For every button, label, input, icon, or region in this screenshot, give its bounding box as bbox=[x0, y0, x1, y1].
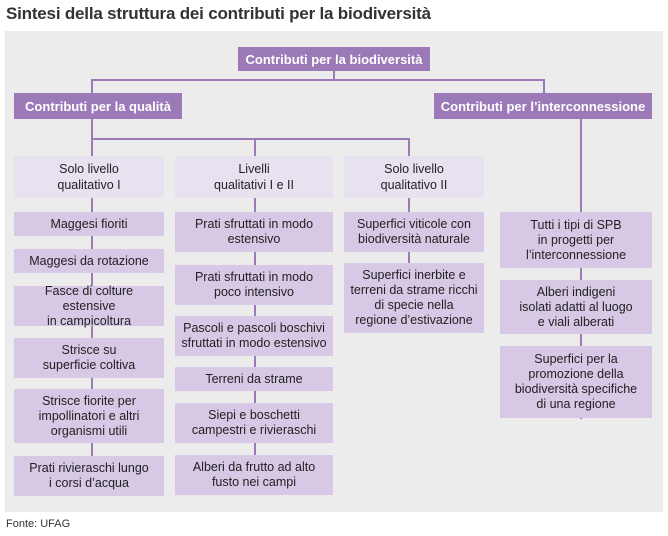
column-header-2: Livelli qualitativi I e II bbox=[175, 156, 333, 198]
list-item-line: e viali alberati bbox=[537, 314, 615, 329]
branch-interconnection-label: Contributi per l’interconnessione bbox=[440, 98, 646, 114]
connector-col2-drop bbox=[254, 138, 256, 156]
column-header-2-line: Livelli bbox=[238, 162, 270, 176]
connector-col3-drop bbox=[408, 138, 410, 156]
connector-quality-stem bbox=[91, 119, 93, 139]
list-item-line: isolati adatti al luogo bbox=[519, 299, 633, 314]
list-item-line: impollinatori e altri bbox=[38, 408, 140, 423]
list-item-line: Superfici inerbite e bbox=[362, 268, 466, 282]
list-item-line: Siepi e boschetti bbox=[208, 408, 300, 422]
column-header-1: Solo livello qualitativo I bbox=[14, 156, 164, 198]
root-node-label: Contributi per la biodiversità bbox=[245, 51, 423, 67]
list-item: Terreni da strame bbox=[175, 367, 333, 391]
list-item-line: estensivo bbox=[227, 232, 281, 246]
list-item-line: Prati sfruttati in modo bbox=[194, 217, 314, 231]
list-item: Pascoli e pascoli boschivi sfruttati in … bbox=[175, 316, 333, 356]
list-item-line: Strisce su bbox=[61, 343, 117, 357]
connector-interconnection-drop bbox=[543, 79, 545, 93]
list-item: Tutti i tipi di SPB in progetti per l’in… bbox=[500, 212, 652, 268]
list-item: Alberi indigeni isolati adatti al luogo … bbox=[500, 280, 652, 334]
list-item-line: Alberi indigeni bbox=[536, 284, 616, 299]
list-item: Alberi da frutto ad alto fusto nei campi bbox=[175, 455, 333, 495]
column-header-3: Solo livello qualitativo II bbox=[344, 156, 484, 198]
source-note: Fonte: UFAG bbox=[6, 518, 71, 530]
list-item: Siepi e boschetti campestri e rivierasch… bbox=[175, 403, 333, 443]
list-item: Maggesi da rotazione bbox=[14, 249, 164, 273]
list-item-line: biodiversità naturale bbox=[358, 232, 470, 246]
list-item-line: poco intensivo bbox=[214, 285, 294, 299]
list-item-line: fusto nei campi bbox=[211, 475, 297, 489]
list-item-line: regione d’estivazione bbox=[355, 313, 473, 327]
list-item-line: Maggesi da rotazione bbox=[29, 253, 149, 268]
column-header-3-line: Solo livello bbox=[384, 162, 444, 176]
list-item: Superfici per la promozione della biodiv… bbox=[500, 346, 652, 418]
list-item-line: Strisce fiorite per bbox=[42, 393, 136, 408]
list-item-line: in campicoltura bbox=[46, 313, 132, 328]
list-item-line: l’interconnessione bbox=[525, 247, 627, 262]
list-item-line: biodiversità specifiche bbox=[514, 382, 638, 396]
list-item-line: Superfici viticole con bbox=[357, 217, 471, 231]
column-header-1-line: qualitativo I bbox=[57, 178, 121, 192]
list-item-line: sfruttati in modo estensivo bbox=[181, 336, 327, 350]
branch-quality-label: Contributi per la qualità bbox=[25, 98, 171, 114]
list-item: Prati rivieraschi lungo i corsi d’acqua bbox=[14, 456, 164, 496]
root-node: Contributi per la biodiversità bbox=[238, 47, 430, 71]
list-item-line: i corsi d’acqua bbox=[49, 476, 129, 490]
list-item-line: in progetti per bbox=[537, 232, 615, 247]
list-item-line: campestri e rivieraschi bbox=[191, 423, 317, 437]
page-title: Sintesi della struttura dei contributi p… bbox=[6, 4, 431, 23]
list-item: Prati sfruttati in modo estensivo bbox=[175, 212, 333, 252]
connector-col1-drop bbox=[91, 138, 93, 156]
list-item: Maggesi fioriti bbox=[14, 212, 164, 236]
list-item-line: Prati rivieraschi lungo bbox=[29, 461, 149, 475]
list-item: Prati sfruttati in modo poco intensivo bbox=[175, 265, 333, 305]
column-header-1-line: Solo livello bbox=[59, 162, 119, 176]
list-item: Superfici viticole con biodiversità natu… bbox=[344, 212, 484, 252]
list-item-line: Alberi da frutto ad alto bbox=[192, 460, 316, 474]
column-header-2-line: qualitativi I e II bbox=[214, 178, 294, 192]
list-item-line: Pascoli e pascoli boschivi bbox=[183, 321, 325, 335]
list-item-line: promozione della bbox=[528, 367, 624, 381]
list-item: Strisce su superficie coltiva bbox=[14, 338, 164, 378]
list-item-line: Terreni da strame bbox=[205, 371, 303, 386]
branch-interconnection: Contributi per l’interconnessione bbox=[434, 93, 652, 119]
list-item-line: Maggesi fioriti bbox=[50, 216, 128, 231]
list-item-line: di una regione bbox=[536, 397, 616, 411]
list-item-line: organismi utili bbox=[50, 423, 128, 438]
list-item-line: Superfici per la bbox=[534, 352, 618, 366]
list-item: Fasce di colture estensive in campicoltu… bbox=[14, 283, 164, 328]
connector-quality-drop bbox=[91, 79, 93, 93]
connector-top-horizontal bbox=[91, 79, 544, 81]
list-item-line: terreni da strame ricchi bbox=[350, 283, 478, 297]
list-item-line: Prati sfruttati in modo bbox=[194, 270, 314, 284]
list-item: Superfici inerbite e terreni da strame r… bbox=[344, 263, 484, 333]
list-item-line: superficie coltiva bbox=[42, 358, 136, 372]
list-item-line: Fasce di colture estensive bbox=[44, 283, 134, 313]
connector-quality-horizontal bbox=[91, 138, 409, 140]
connector-col4-spine bbox=[580, 119, 582, 419]
list-item-line: di specie nella bbox=[374, 298, 454, 312]
branch-quality: Contributi per la qualità bbox=[14, 93, 182, 119]
connector-root-stem bbox=[333, 70, 335, 81]
list-item: Strisce fiorite per impollinatori e altr… bbox=[14, 389, 164, 443]
column-header-3-line: qualitativo II bbox=[380, 178, 448, 192]
list-item-line: Tutti i tipi di SPB bbox=[530, 217, 622, 232]
